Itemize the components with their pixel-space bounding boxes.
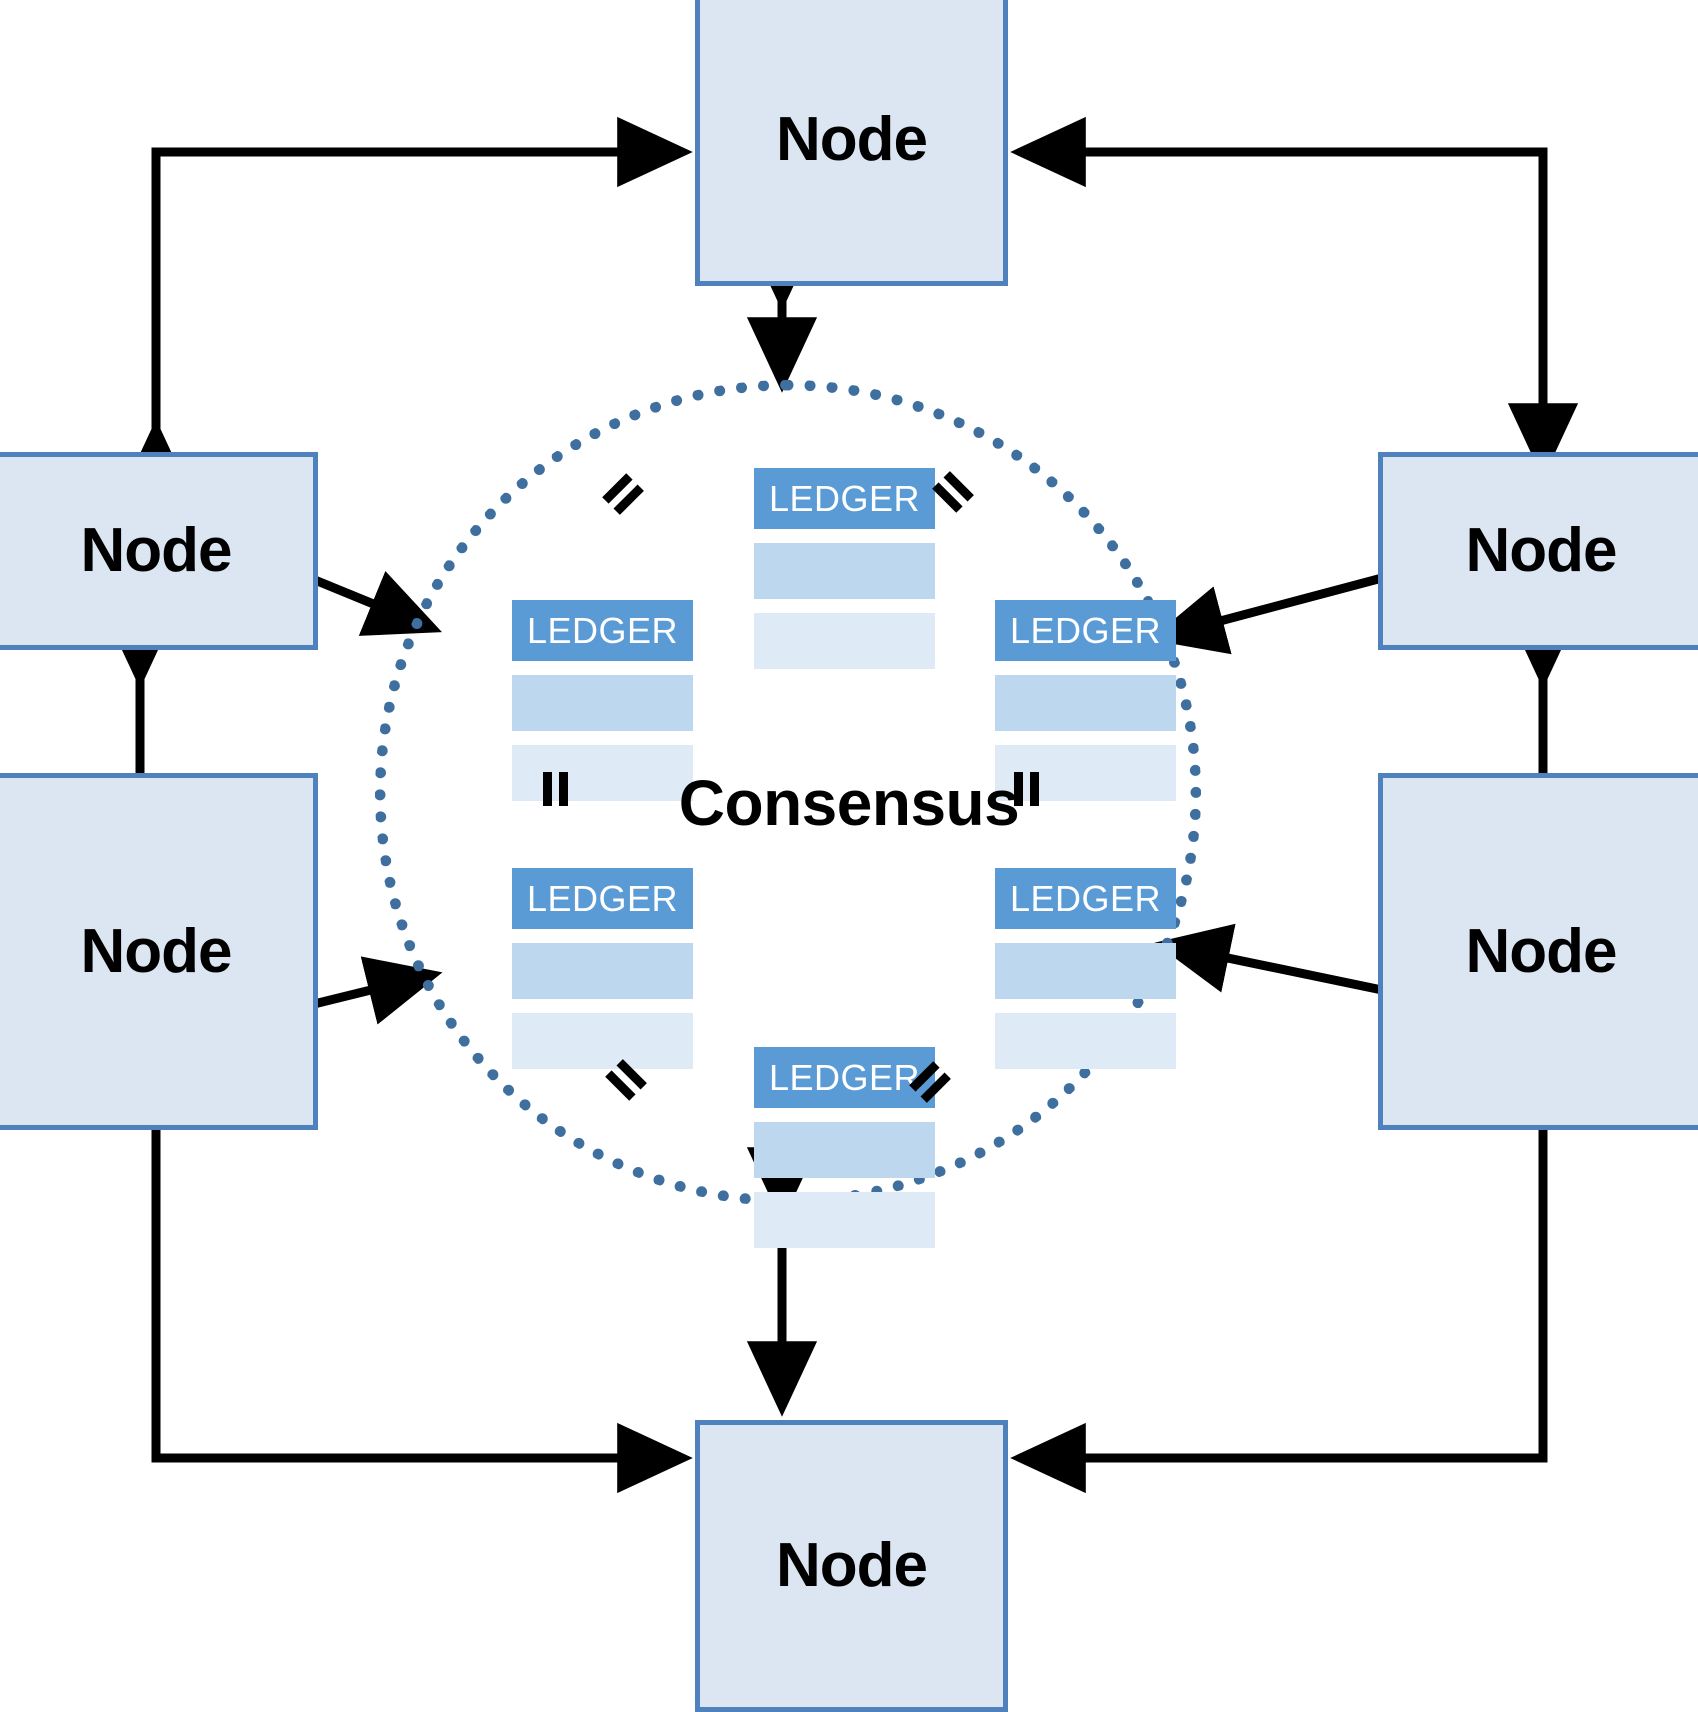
node-label: Node xyxy=(80,516,233,585)
consensus-label: Consensus xyxy=(678,767,1020,839)
ledger-row xyxy=(512,1013,693,1069)
ledger-row xyxy=(995,1013,1176,1069)
ledger-left-lower[interactable]: LEDGER xyxy=(512,868,693,1069)
ledger-row xyxy=(995,745,1176,801)
arrow-rightupper-to-circle xyxy=(1149,527,1454,655)
equals-icon xyxy=(537,772,571,806)
arrow-leftcol-to-topnode xyxy=(151,116,693,468)
arrow-leftcol-to-bottomnode xyxy=(151,1130,693,1494)
ledger-top[interactable]: LEDGER xyxy=(754,468,935,669)
node-label: Node xyxy=(1465,516,1618,585)
ledger-right-upper[interactable]: LEDGER xyxy=(995,600,1176,801)
node-label: Node xyxy=(776,1531,928,1600)
node-label: Node xyxy=(80,916,233,986)
ledger-header: LEDGER xyxy=(754,468,935,529)
node-top[interactable]: Node xyxy=(695,0,1008,286)
ledger-header: LEDGER xyxy=(995,868,1176,929)
ledger-row xyxy=(754,543,935,599)
ledger-left-upper[interactable]: LEDGER xyxy=(512,600,693,801)
ledger-bottom[interactable]: LEDGER xyxy=(754,1047,935,1248)
ledger-row xyxy=(995,675,1176,731)
equals-icon xyxy=(1008,772,1042,806)
ledger-row xyxy=(512,675,693,731)
node-label: Node xyxy=(776,105,928,174)
node-label: Node xyxy=(1465,916,1618,986)
node-right-upper[interactable]: Node xyxy=(1378,452,1698,650)
node-bottom[interactable]: Node xyxy=(695,1420,1008,1712)
ledger-header: LEDGER xyxy=(512,600,693,661)
ledger-header: LEDGER xyxy=(512,868,693,929)
ledger-right-lower[interactable]: LEDGER xyxy=(995,868,1176,1069)
node-left-upper[interactable]: Node xyxy=(0,452,318,650)
node-right-lower[interactable]: Node xyxy=(1378,773,1698,1130)
arrow-rightcol-to-topnode xyxy=(1010,116,1548,468)
ledger-header: LEDGER xyxy=(995,600,1176,661)
ledger-row xyxy=(995,943,1176,999)
ledger-row xyxy=(754,1122,935,1178)
node-left-lower[interactable]: Node xyxy=(0,773,318,1130)
ledger-row xyxy=(754,613,935,669)
arrow-leftlower-to-circle xyxy=(238,956,443,1055)
ledger-row xyxy=(512,745,693,801)
arrow-rightcol-to-bottomnode xyxy=(1010,1130,1548,1494)
arrow-rightlower-to-circle xyxy=(1154,923,1453,1038)
ledger-header: LEDGER xyxy=(754,1047,935,1108)
ledger-row xyxy=(512,943,693,999)
ledger-row xyxy=(754,1192,935,1248)
arrow-leftupper-to-circle xyxy=(236,520,442,636)
